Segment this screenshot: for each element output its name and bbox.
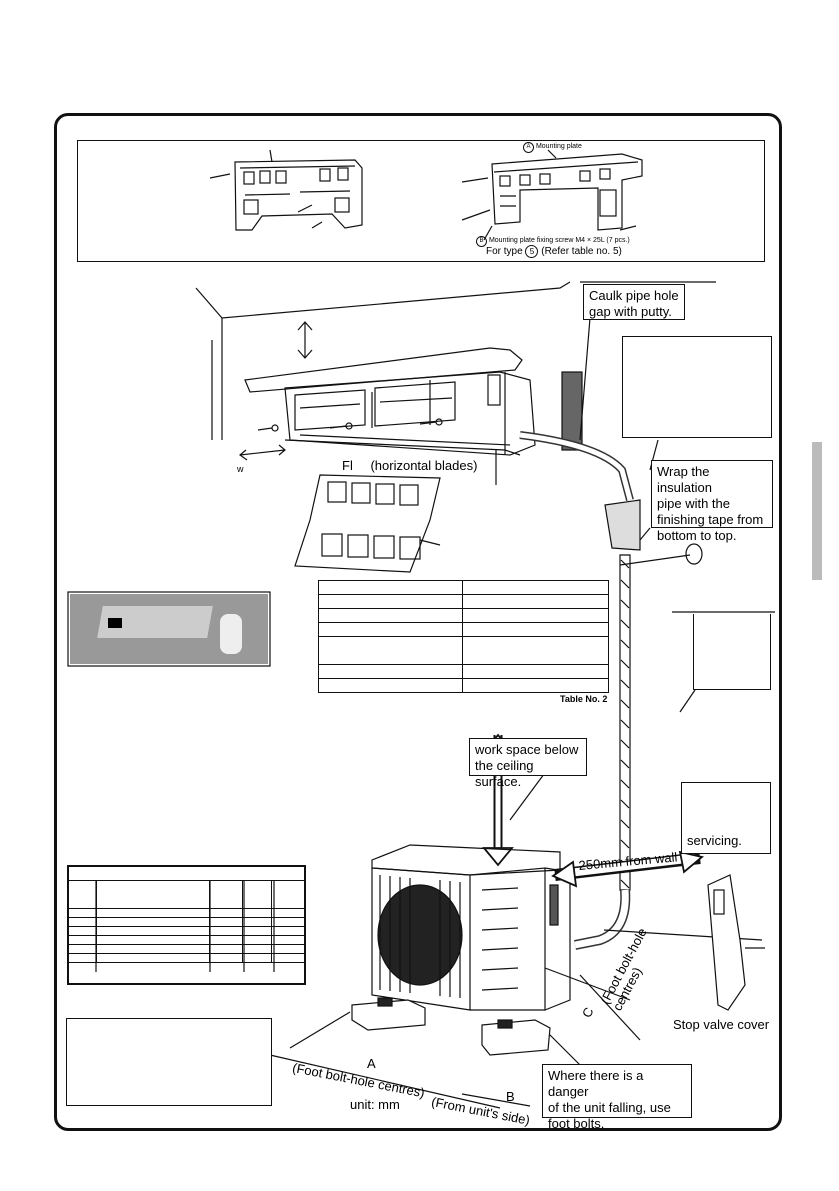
mounting-plate-text: Mounting plate xyxy=(535,143,582,150)
blades-label-text: (horizontal blades) xyxy=(370,458,478,473)
fixing-screw-label: B Mounting plate fixing screw M4 × 25L (… xyxy=(476,236,630,247)
marker-5: 5 xyxy=(525,245,539,258)
type-note: For type 5 (Refer table no. 5) xyxy=(486,245,622,258)
pipe-drawing xyxy=(519,371,763,950)
foot-bolt-line-3: foot bolts. xyxy=(548,1116,605,1131)
unit-label: unit: mm xyxy=(350,1097,400,1112)
mounting-plate-left-drawing xyxy=(209,149,363,231)
foot-bolt-line-2: of the unit falling, use xyxy=(548,1100,671,1115)
wrap-line-3: finishing tape from xyxy=(657,512,764,527)
mounting-plate-right-drawing xyxy=(461,149,643,241)
mounting-plate-label: A Mounting plate xyxy=(523,142,582,153)
dim-a-letter: A xyxy=(367,1056,376,1071)
marker-a: A xyxy=(523,142,534,153)
work-space-line-2: the ceiling surface. xyxy=(475,758,534,789)
notes-box xyxy=(66,1018,272,1106)
side-tab xyxy=(812,442,822,580)
wrap-line-2: pipe with the xyxy=(657,496,730,511)
mounting-plate-panel xyxy=(77,140,765,262)
servicing-callout: servicing. xyxy=(681,782,771,854)
page-frame xyxy=(54,113,782,1131)
type-note-prefix: For type xyxy=(486,246,523,257)
table-no-2 xyxy=(318,580,609,693)
wrap-callout: Wrap the insulation pipe with the finish… xyxy=(651,460,773,543)
blades-label: Fl (horizontal blades) xyxy=(342,458,477,473)
table-2-caption: Table No. 2 xyxy=(560,694,608,704)
wrap-line-4: bottom to top. xyxy=(657,528,737,543)
w-label: w xyxy=(237,464,244,474)
outdoor-unit-drawing xyxy=(371,844,571,1011)
caulk-callout: Caulk pipe hole gap with putty. xyxy=(583,284,685,320)
indoor-unit-drawing xyxy=(244,347,536,456)
photo-dark-patch xyxy=(108,618,122,628)
caulk-line-2: gap with putty. xyxy=(589,304,672,319)
work-space-callout: work space below the ceiling surface. xyxy=(469,738,587,789)
blank-callout-mid xyxy=(693,614,771,690)
caulk-line-1: Caulk pipe hole xyxy=(589,288,679,303)
work-space-line-1: work space below xyxy=(475,742,579,757)
foot-bolt-line-1: Where there is a danger xyxy=(548,1068,644,1099)
filter-photo xyxy=(70,594,268,664)
blank-callout-right xyxy=(622,336,772,438)
hand-shape xyxy=(220,614,242,654)
wrap-line-1: Wrap the insulation xyxy=(657,464,712,495)
type-note-suffix: (Refer table no. 5) xyxy=(541,246,622,257)
filter-drawing xyxy=(294,474,441,573)
fixing-screw-text: Mounting plate fixing screw M4 × 25L (7 … xyxy=(488,237,630,244)
servicing-line-1: servicing. xyxy=(687,833,742,848)
dim-b-letter: B xyxy=(506,1089,515,1104)
foot-bolt-callout: Where there is a danger of the unit fall… xyxy=(542,1064,692,1131)
blades-label-prefix: Fl xyxy=(342,458,353,473)
stop-valve-label: Stop valve cover xyxy=(673,1017,770,1032)
spec-table xyxy=(67,865,306,985)
